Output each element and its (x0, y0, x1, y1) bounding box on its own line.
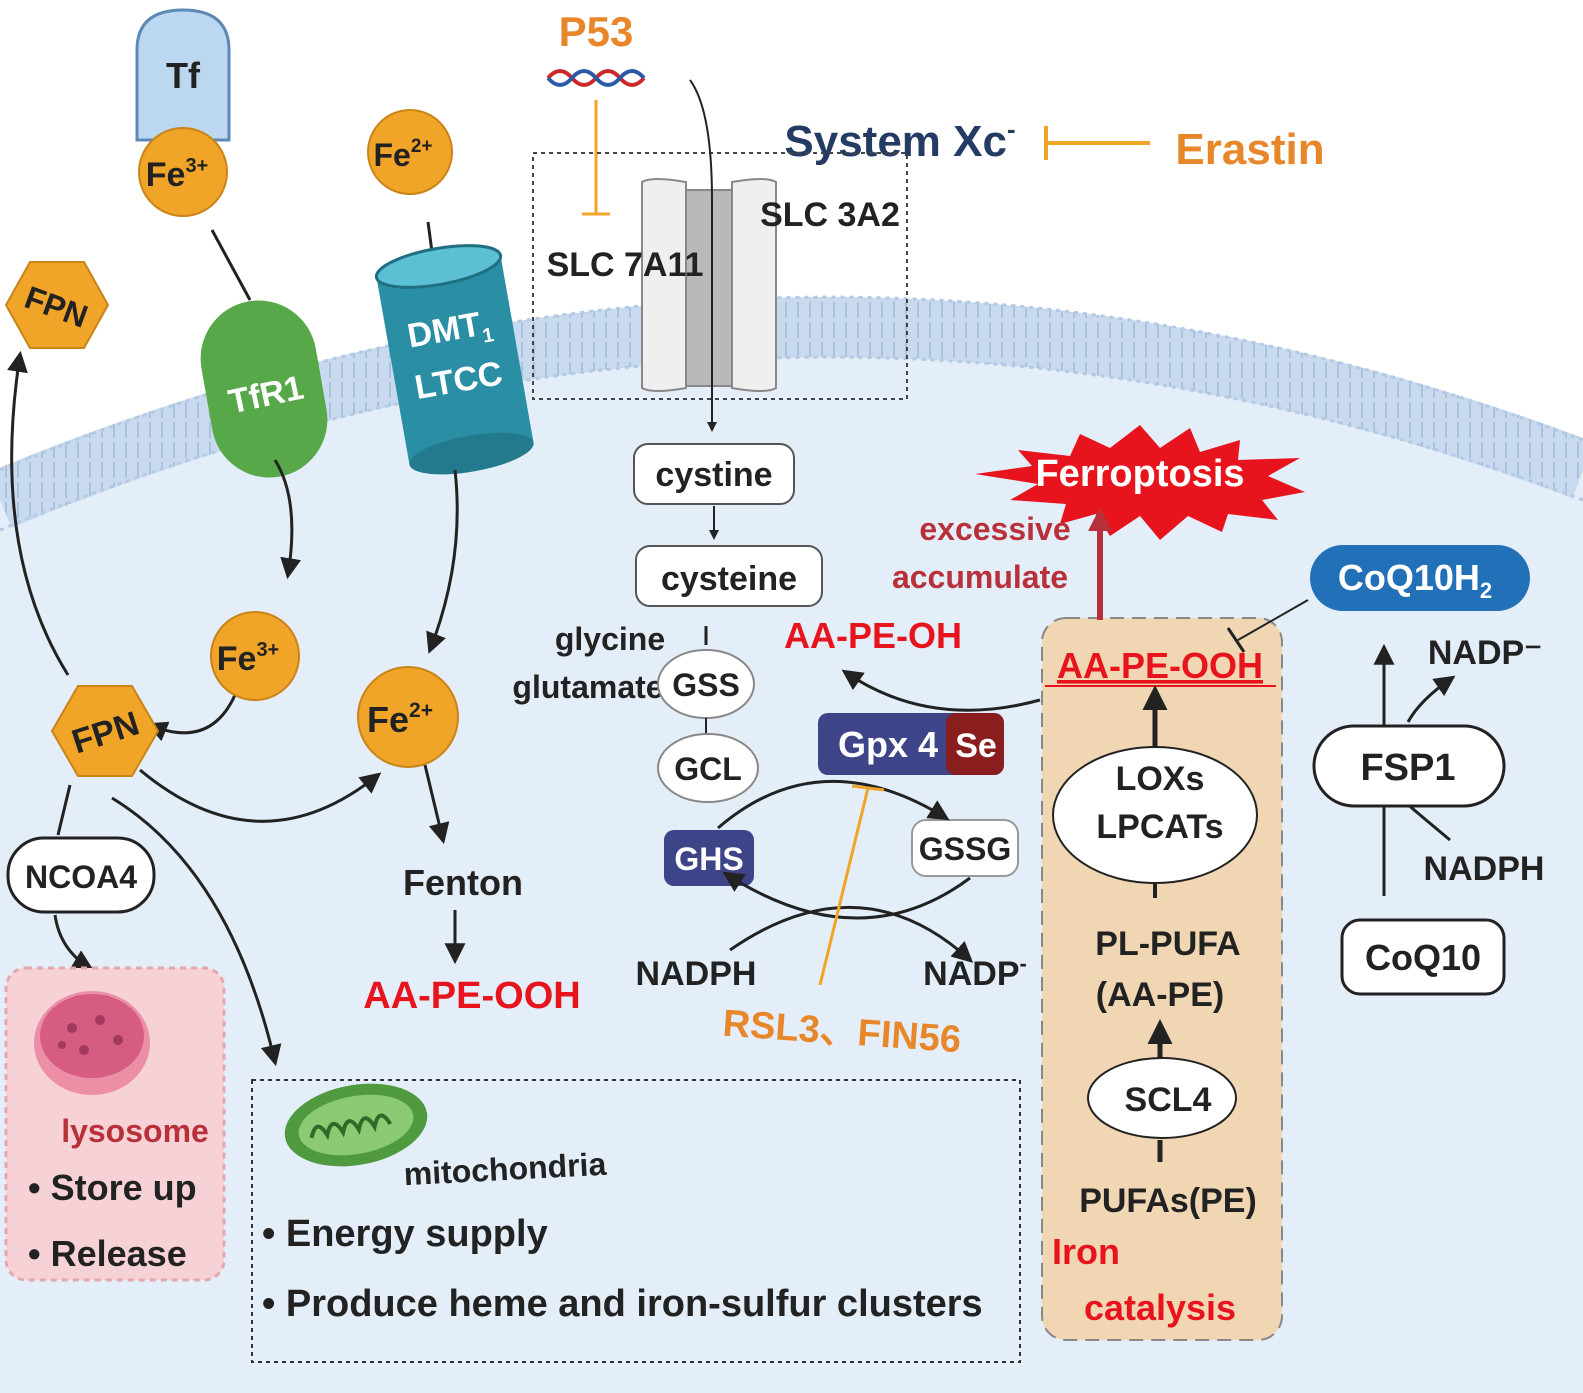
arrow-gssg-to-ghs (722, 871, 971, 920)
fe3-cytosolic-ion: Fe3+ (210, 611, 300, 701)
gcl-label: GCL (674, 751, 742, 787)
rsl3-inhibition-line (818, 787, 870, 986)
coq10-node: CoQ10 (1340, 918, 1506, 996)
svg-text:Fe2+: Fe2+ (367, 699, 433, 740)
lysosome-icon (34, 991, 150, 1095)
coq10h2-node: CoQ10H2 (1310, 545, 1530, 611)
scl4-node: SCL4 (1087, 1057, 1237, 1139)
arrow-fpn-up (7, 350, 70, 676)
arrow-fpn-to-mitochondria (111, 796, 282, 1067)
arrow-fe2-to-fenton (423, 764, 450, 845)
svg-text:Fe2+: Fe2+ (373, 136, 432, 173)
system-xc-transporter (641, 178, 777, 392)
arrow-nadph-to-nadp (729, 905, 974, 963)
fe3-bound-ion: Fe3+ (138, 127, 228, 217)
svg-text:Fe3+: Fe3+ (146, 155, 209, 194)
accumulate-label: accumulate (892, 559, 1068, 595)
nadph-right-label: NADPH (1424, 850, 1545, 888)
arrow-fsp1-to-nadp (1406, 675, 1456, 723)
mitochondria-panel: mitochondria • Energy supply • Produce h… (251, 1079, 1021, 1363)
lysosome-panel: lysosome • Store up • Release (4, 966, 226, 1282)
arrow-dmt1-to-fe2 (426, 469, 459, 654)
erastin-label: Erastin (1175, 125, 1324, 174)
fpn-cytosolic-icon: FPN (50, 685, 160, 777)
ferroptosis-burst: Ferroptosis (975, 425, 1305, 540)
cystine-box: cystine (633, 443, 795, 505)
gpx4-enzyme: Gpx 4 Se (818, 713, 1004, 775)
lysosome-label: lysosome (61, 1113, 209, 1149)
system-xc-box (532, 152, 908, 400)
gss-node: GSS (657, 649, 755, 719)
arrow-ghs-to-gssg (717, 779, 950, 830)
slc7a11-label: SLC 7A11 (547, 246, 704, 284)
p53-label: P53 (559, 8, 634, 55)
coq10-label: CoQ10 (1365, 937, 1481, 978)
svg-text:Fe3+: Fe3+ (217, 639, 280, 678)
nadph-left-label: NADPH (636, 955, 757, 993)
tf-label: Tf (166, 55, 201, 96)
coq10h2-inhibition-line (1237, 599, 1309, 641)
glutamate-label: glutamate (512, 669, 663, 705)
cystine-label: cystine (655, 456, 772, 494)
catalysis-label: catalysis (1084, 1287, 1236, 1328)
fe2-extracellular-ion: Fe2+ (367, 109, 453, 253)
loxs-lpcats-node: LOXs LPCATs (1052, 746, 1258, 884)
system-xc-label: System Xc- (784, 114, 1015, 166)
arrow-ncoa4-to-lysosome (53, 914, 94, 971)
cysteine-label: cysteine (661, 560, 797, 598)
gcl-node: GCL (657, 733, 759, 803)
p53-dna-icon (546, 69, 646, 87)
gpx4-label: Gpx 4 (838, 724, 938, 765)
slc3a2-label: SLC 3A2 (760, 196, 900, 234)
arrow-cystine-import (689, 79, 717, 432)
rsl3-inhibition-bar (851, 784, 885, 792)
mitochondria-icon (284, 1083, 428, 1167)
energy-supply-label: • Energy supply (262, 1213, 548, 1255)
ghs-label: GHS (674, 841, 743, 877)
produce-heme-label: • Produce heme and iron-sulfur clusters (262, 1283, 983, 1325)
gssg-label: GSSG (919, 831, 1011, 867)
pl-pufa-label: PL-PUFA (1095, 925, 1240, 963)
lpcats-label: LPCATs (1096, 808, 1223, 846)
gssg-node: GSSG (911, 819, 1019, 877)
excessive-label: excessive (919, 511, 1070, 547)
fe2-cytosolic-ion: Fe2+ (357, 666, 459, 768)
arrow-fpn-to-fe2 (139, 768, 382, 823)
scl4-label: SCL4 (1125, 1081, 1212, 1119)
glycine-label: glycine (555, 621, 665, 657)
aa-pe-ooh-box-label: AA-PE-OOH (1057, 645, 1263, 686)
ferroptosis-label: Ferroptosis (1035, 453, 1244, 495)
tfr1-receptor: TfR1 (200, 229, 328, 478)
aa-pe-label: (AA-PE) (1096, 976, 1224, 1014)
fsp1-node: FSP1 (1312, 724, 1506, 808)
ncoa4-label: NCOA4 (25, 859, 137, 895)
iron-label: Iron (1052, 1231, 1120, 1272)
cysteine-box: cysteine (635, 545, 823, 607)
arrow-aapeooh-to-aapeoh (841, 669, 1041, 712)
arrow-fpn-to-ncoa4 (56, 784, 72, 836)
coq10h2-label: CoQ10H2 (1338, 557, 1492, 603)
store-up-label: • Store up (28, 1167, 197, 1208)
ghs-node: GHS (664, 830, 754, 886)
nadp-mid-label: NADP- (923, 951, 1027, 993)
gss-label: GSS (672, 667, 740, 703)
aa-pe-ooh-left-label: AA-PE-OOH (363, 975, 580, 1017)
release-label: • Release (28, 1233, 187, 1274)
fpn-membrane-icon: FPN (4, 261, 110, 349)
transferrin: Tf (135, 8, 231, 142)
coq10h2-inhibition-bar (1226, 627, 1246, 653)
dmt1-ltcc-transporter: DMT1 LTCC (374, 244, 534, 475)
arrow-tfr1-to-fe3 (273, 459, 302, 580)
pufas-label: PUFAs(PE) (1079, 1182, 1257, 1220)
loxs-label: LOXs (1116, 760, 1205, 798)
se-label: Se (955, 727, 997, 765)
aa-pe-oh-label: AA-PE-OH (784, 615, 962, 656)
arrow-fe3-to-fpn (146, 694, 237, 742)
fsp1-label: FSP1 (1360, 747, 1455, 789)
fenton-label: Fenton (403, 862, 523, 903)
nadp-right-label: NADP⁻ (1428, 634, 1542, 672)
ncoa4-box: NCOA4 (6, 836, 156, 914)
